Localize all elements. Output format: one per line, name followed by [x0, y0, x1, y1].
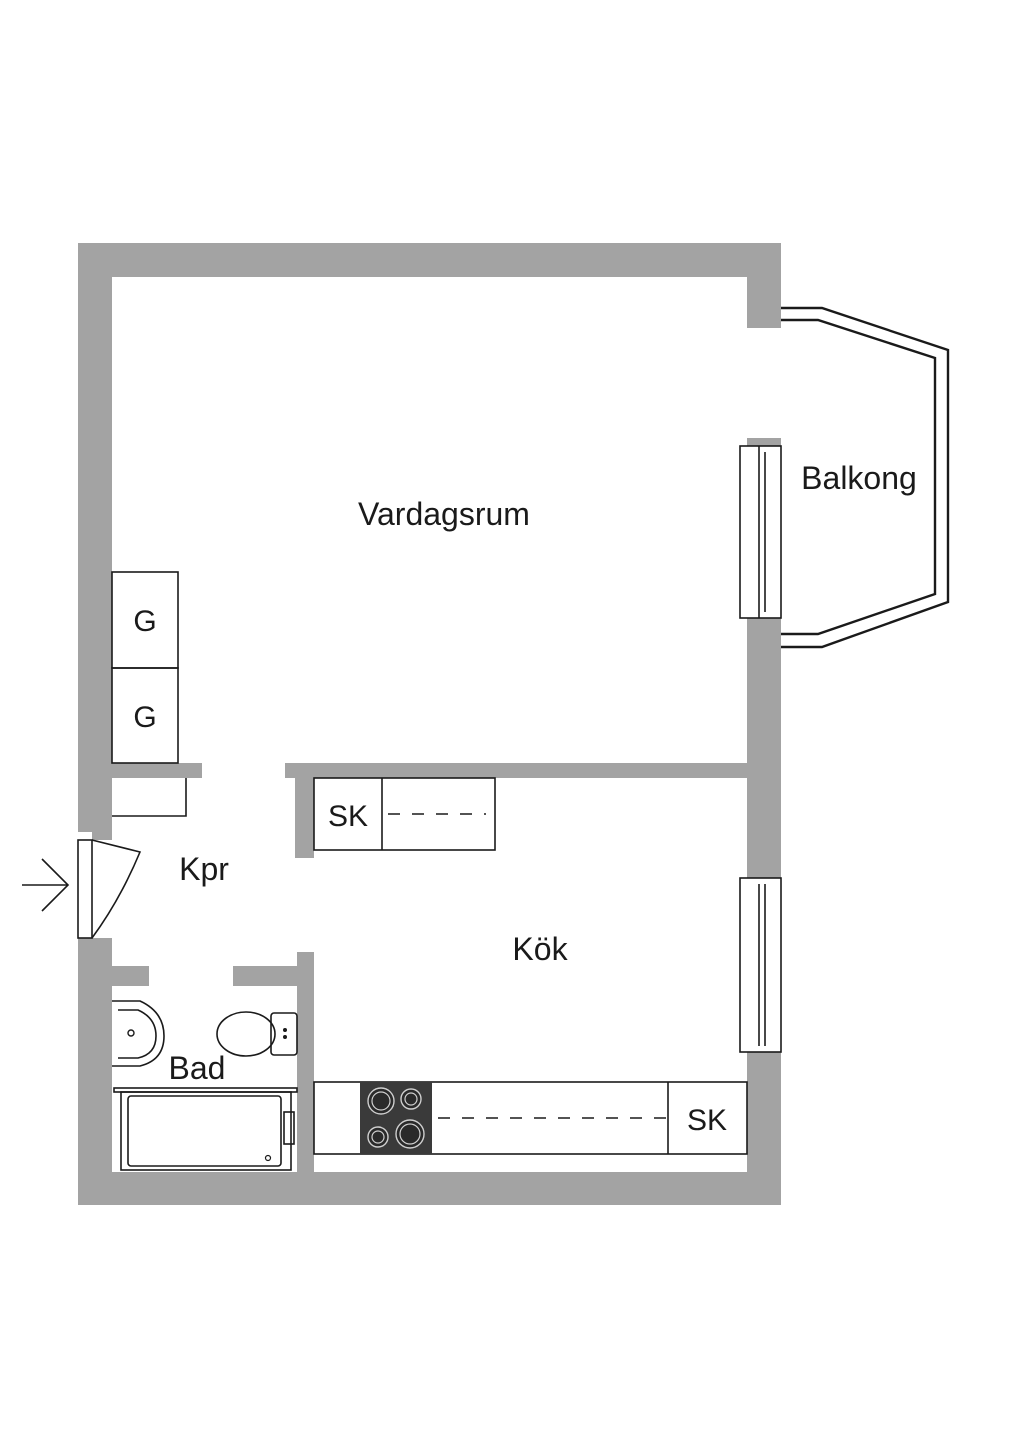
bathtub-icon	[113, 1087, 298, 1171]
entrance-door	[77, 839, 142, 939]
cabinet-label-upper: SK	[328, 800, 368, 833]
entrance-arrow-icon	[22, 858, 70, 912]
exterior-walls	[78, 243, 781, 1205]
upper-cabinet	[313, 777, 496, 851]
kitchen-window	[739, 877, 782, 1053]
balcony-door	[739, 445, 782, 619]
toilet-icon	[216, 1011, 298, 1057]
room-label-bad: Bad	[169, 1050, 226, 1086]
wardrobe-label-lower: G	[133, 701, 156, 734]
room-label-kok: Kök	[512, 931, 568, 967]
balcony	[781, 306, 950, 649]
stove-icon	[360, 1082, 432, 1154]
cabinet-label-lower: SK	[687, 1104, 727, 1137]
wardrobes	[111, 571, 187, 817]
sink-icon	[112, 1000, 165, 1067]
interior-walls	[92, 763, 747, 1172]
room-label-vardagsrum: Vardagsrum	[358, 496, 530, 532]
wardrobe-label-upper: G	[133, 605, 156, 638]
room-label-balkong: Balkong	[801, 460, 917, 496]
kitchen-counter	[313, 1081, 748, 1155]
room-label-kpr: Kpr	[179, 851, 229, 887]
